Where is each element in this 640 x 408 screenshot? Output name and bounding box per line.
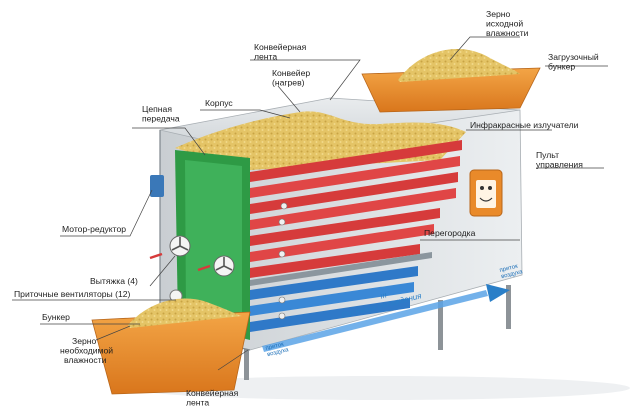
green-frame-inner <box>185 160 242 332</box>
label-bunker: Бункер <box>42 312 70 322</box>
label-control-panel: Пульт управления <box>536 150 583 170</box>
label-conveyor-heat: Конвейер (нагрев) <box>272 68 313 88</box>
partition-plate <box>250 252 432 286</box>
grain-pile-bunker <box>128 298 242 328</box>
label-air-intake-right: приток воздуха <box>499 263 524 281</box>
label-supply-fans: Приточные вентиляторы (12) <box>14 289 131 299</box>
floor-shadow <box>130 376 630 400</box>
grain-pile-hopper <box>398 49 520 82</box>
cooled-belts <box>250 266 418 332</box>
label-motor-reducer: Мотор-редуктор <box>62 224 126 234</box>
label-exhaust: Вытяжка (4) <box>90 276 138 286</box>
exhaust-arrow <box>149 252 163 260</box>
label-grain-needed: Зерно необходимой влажности <box>60 336 115 365</box>
leader-lines <box>12 36 608 371</box>
label-conveyor-belt-top: Конвейерная лента <box>254 42 309 62</box>
heated-belts <box>250 140 462 278</box>
control-panel-box <box>469 169 503 217</box>
legs <box>244 285 511 380</box>
svg-text:ııı: ııı <box>379 290 388 300</box>
cooling-airflow <box>262 284 510 352</box>
label-air-intake-left: приток воздуха <box>265 341 290 359</box>
label-loading-hopper: Загрузочный бункер <box>548 52 601 72</box>
label-chain-drive: Цепная передача <box>142 104 180 124</box>
motor-reducer-box <box>150 175 164 197</box>
fans <box>169 235 235 319</box>
belt-rollers <box>278 202 288 320</box>
label-infrared: Инфракрасные излучатели <box>470 120 579 130</box>
label-partition: Перегородка <box>424 228 476 238</box>
exhaust-arrow-2 <box>197 264 211 272</box>
label-grain-initial: Зерно исходной влажности <box>486 9 529 38</box>
label-housing: Корпус <box>205 98 233 108</box>
label-conveyor-belt-bottom: Конвейерная лента <box>186 388 241 408</box>
